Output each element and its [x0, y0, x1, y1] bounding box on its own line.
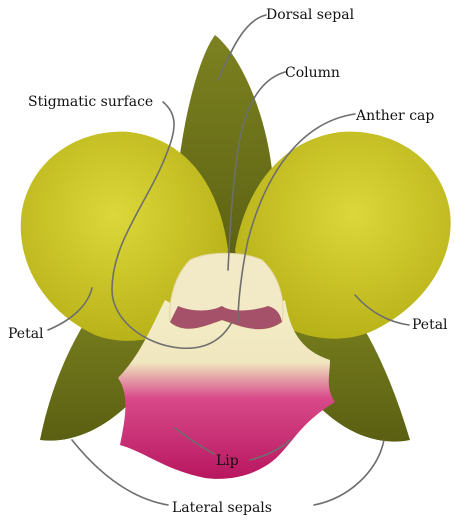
- label-lip: Lip: [216, 453, 239, 469]
- label-lateral-sepals: Lateral sepals: [172, 500, 272, 516]
- label-anther-cap: Anther cap: [355, 108, 434, 124]
- label-column: Column: [285, 65, 340, 81]
- label-dorsal-sepal: Dorsal sepal: [266, 7, 355, 23]
- label-stigmatic-surface: Stigmatic surface: [28, 94, 153, 110]
- label-petal-right: Petal: [412, 317, 448, 333]
- leader-lateral-sepal-right: [314, 440, 384, 505]
- label-petal-left: Petal: [8, 326, 44, 342]
